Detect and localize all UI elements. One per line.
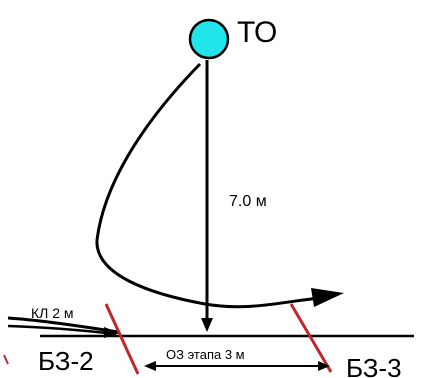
bz-left-marker (104, 303, 140, 375)
vertical-distance-label: 7.0 м (229, 193, 267, 210)
vertical-measure-arrow (201, 318, 213, 332)
kl-arrow-head (104, 327, 120, 338)
bz-left-label: БЗ-2 (38, 346, 94, 376)
bz-right-label: БЗ-3 (346, 353, 402, 378)
oz-span-left-arrow (144, 361, 156, 371)
start-point-circle (188, 18, 230, 60)
oz-span-label: ОЗ этапа 3 м (166, 347, 245, 362)
bz-right-marker (289, 303, 333, 373)
kl-distance-label: КЛ 2 м (31, 305, 74, 321)
start-point-label: ТО (237, 16, 277, 49)
left-edge-tick (3, 354, 9, 365)
trajectory-arrow-head (311, 288, 344, 307)
oz-span-right-arrow (318, 361, 330, 371)
flight-trajectory (95, 62, 323, 309)
